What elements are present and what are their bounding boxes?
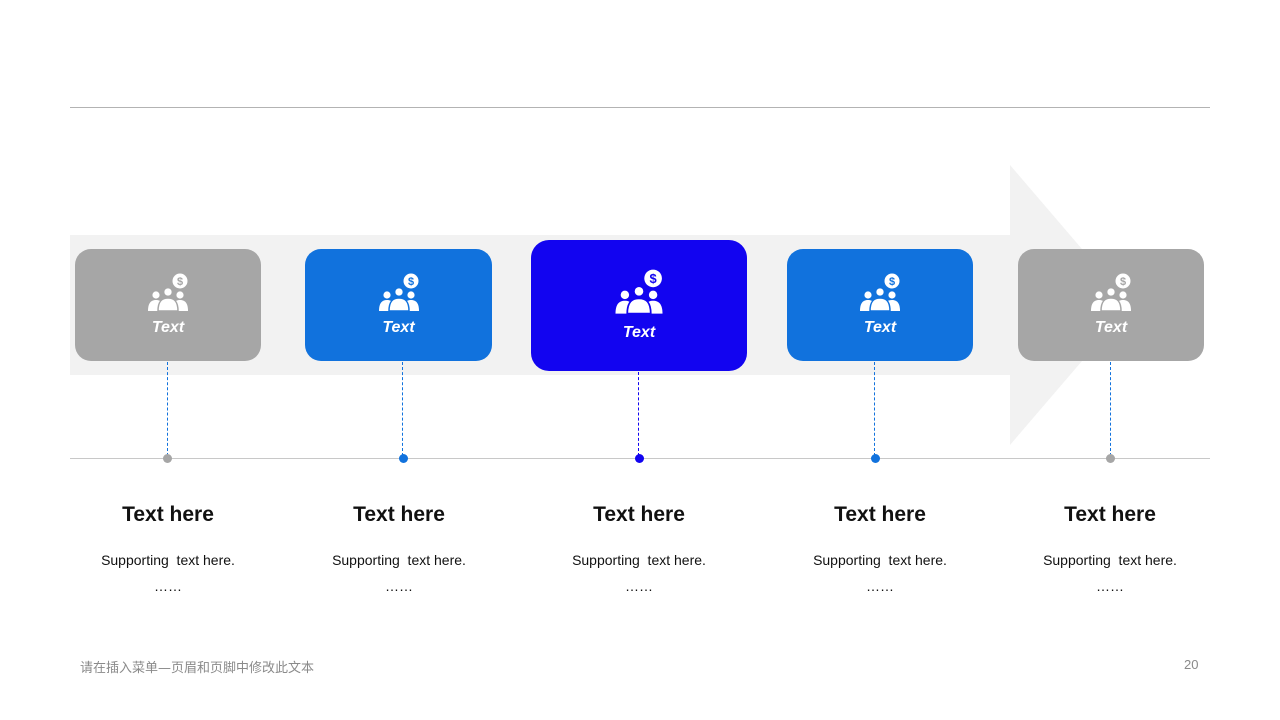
- step-card-label: Text: [382, 319, 415, 336]
- step-title-3: Text here: [593, 503, 685, 526]
- svg-text:$: $: [650, 271, 657, 286]
- step-dot-5: [1106, 454, 1115, 463]
- step-connector-5: [1110, 362, 1111, 456]
- step-card-label: Text: [622, 324, 656, 341]
- people-dollar-icon: $: [860, 273, 900, 312]
- step-ellipsis-4: ……: [866, 578, 894, 594]
- people-dollar-icon: $: [378, 273, 419, 312]
- step-card-label: Text: [1094, 319, 1128, 336]
- step-card-3: $ Text: [531, 240, 747, 371]
- svg-text:$: $: [177, 276, 183, 288]
- step-title-2: Text here: [353, 503, 445, 526]
- page-number: 20: [1184, 657, 1199, 672]
- step-connector-4: [874, 362, 875, 456]
- step-connector-2: [402, 362, 403, 456]
- step-card-label: Text: [151, 319, 185, 336]
- step-ellipsis-3: ……: [625, 578, 653, 594]
- people-dollar-icon: $: [1091, 273, 1131, 312]
- step-title-5: Text here: [1064, 503, 1156, 526]
- step-ellipsis-5: ……: [1096, 578, 1124, 594]
- step-card-5: $ Text: [1018, 249, 1204, 361]
- step-connector-3: [638, 372, 639, 456]
- svg-text:$: $: [889, 276, 895, 288]
- people-dollar-icon: $: [615, 269, 663, 315]
- step-card-4: $ Text: [787, 249, 973, 361]
- top-divider: [70, 107, 1210, 108]
- step-card-1: $ Text: [75, 249, 261, 361]
- step-title-4: Text here: [834, 503, 926, 526]
- step-dot-1: [163, 454, 172, 463]
- step-subtitle-1: Supporting text here.: [101, 552, 235, 568]
- step-dot-2: [399, 454, 408, 463]
- step-subtitle-2: Supporting text here.: [332, 552, 466, 568]
- svg-text:$: $: [407, 276, 413, 288]
- step-ellipsis-1: ……: [154, 578, 182, 594]
- step-connector-1: [167, 362, 168, 456]
- step-card-2: $ Text: [305, 249, 492, 361]
- footer-text: 请在插入菜单—页眉和页脚中修改此文本: [80, 661, 315, 676]
- svg-text:$: $: [1120, 276, 1126, 288]
- step-subtitle-4: Supporting text here.: [813, 552, 947, 568]
- step-dot-3: [635, 454, 644, 463]
- step-card-label: Text: [863, 319, 897, 336]
- step-dot-4: [871, 454, 880, 463]
- step-subtitle-5: Supporting text here.: [1043, 552, 1177, 568]
- step-subtitle-3: Supporting text here.: [572, 552, 706, 568]
- people-dollar-icon: $: [148, 273, 188, 312]
- step-ellipsis-2: ……: [385, 578, 413, 594]
- step-title-1: Text here: [122, 503, 214, 526]
